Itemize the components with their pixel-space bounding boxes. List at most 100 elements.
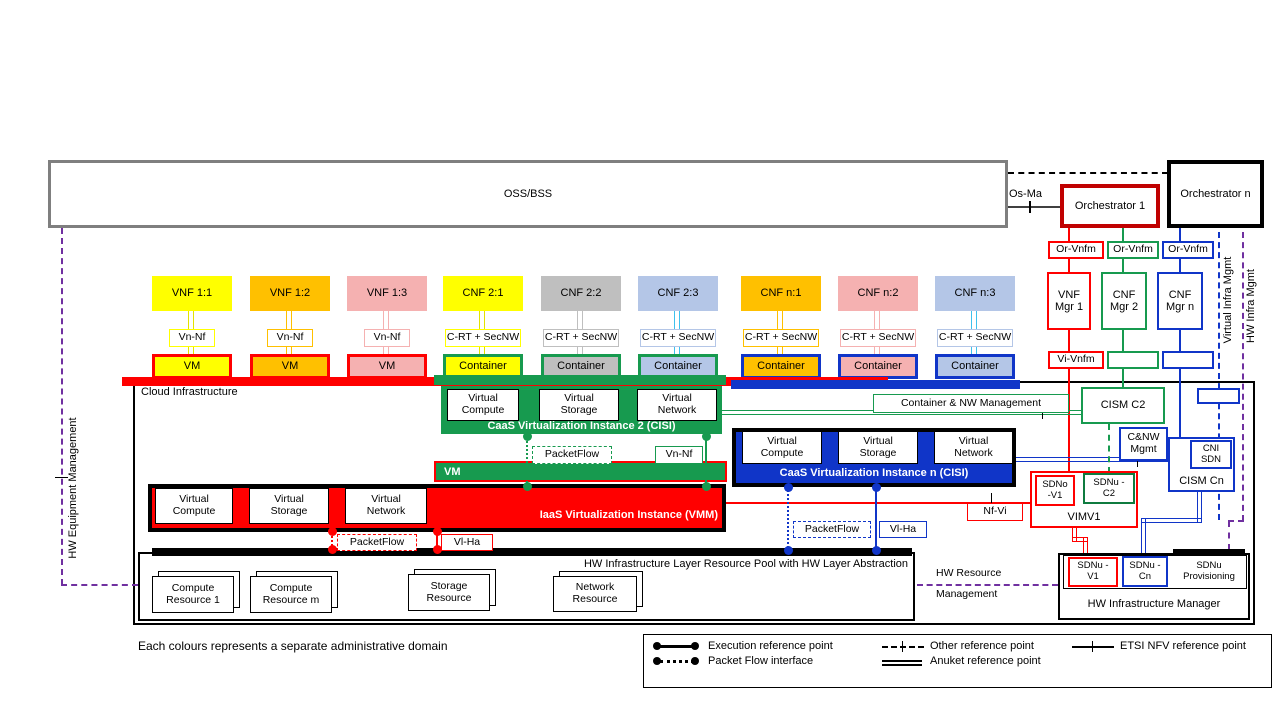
connector-dot [702,482,711,491]
caasn-cell-compute: Virtual Compute [742,431,822,464]
anuket-line-blue [1016,457,1168,462]
legend-dot [691,657,699,665]
sdnu-v1-label: SDNu -V1 [1077,560,1109,582]
nf-box: VNF 1:2 [250,276,330,311]
caas2-cell-label: Virtual Storage [560,392,598,416]
sdno-v1-label: SDNo -V1 [1042,478,1068,501]
nf-unit-label: VM [183,360,201,373]
caas2-cell-label: Virtual Compute [461,392,505,416]
os-ma-tick [1029,201,1031,213]
iaas-cell-label: Virtual Network [366,493,406,517]
oss-orchn-dashed-line [1008,172,1168,174]
connector-dot [433,527,442,536]
connector-dot [523,482,532,491]
hw-resource-mgmt-line [917,584,1058,586]
iaas-box [148,484,726,532]
legend-anuket-line [882,660,922,666]
connector-dot [702,432,711,441]
nf-unit-label: Container [459,360,507,373]
caas2-cell-label: Virtual Network [657,392,697,416]
nf-ref-box: C-RT + SecNW [743,329,819,347]
vn-nf-label-green: Vn-Nf [655,446,703,464]
vl-ha-label-red: Vl-Ha [441,534,493,551]
iaas-packetflow-line [331,531,333,550]
cnf-mgr-n-box: CNF Mgr n [1157,272,1203,330]
vn-nf-text: Vn-Nf [665,448,693,461]
nf-unit-box: VM [250,354,330,379]
virtual-infra-mgmt-line [1218,232,1220,520]
oss-bss-label: OSS/BSS [503,187,553,200]
connector-dot [523,432,532,441]
resource-label: Storage Resource [426,579,472,604]
nf-ref-box: C-RT + SecNW [543,329,619,347]
nf-ref-box: C-RT + SecNW [840,329,916,347]
sdnu-provisioning-label-box: SDNu Provisioning [1172,557,1246,587]
caas2-cell-compute: Virtual Compute [447,389,519,421]
nf-unit-box: VM [152,354,232,379]
nf-vi-line [726,502,1030,504]
nf-box: VNF 1:3 [347,276,427,311]
nf-vi-box: Nf-Vi [967,503,1023,521]
c-nw-mgmt-box: C&NW Mgmt [1119,427,1168,461]
virtual-infra-mgmt-label: Virtual Infra Mgmt [1222,256,1234,344]
cnf-mgr-2-box: CNF Mgr 2 [1101,272,1147,330]
caasn-cell-storage: Virtual Storage [838,431,918,464]
nf-ref-label: C-RT + SecNW [841,331,915,344]
orchestrator-n-box: Orchestrator n [1167,160,1264,228]
nf-unit-box: Container [838,354,918,379]
legend-packetflow-label: Packet Flow interface [708,655,814,667]
nf-ref-label: Vn-Nf [276,331,304,344]
legend-anuket-label: Anuket reference point [930,655,1041,667]
sdno-v1-box: SDNo -V1 [1035,475,1075,506]
nf-unit-label: Container [654,360,702,373]
nf-unit-label: VM [378,360,396,373]
packetflow-label-green: PacketFlow [532,446,612,464]
sdnu-c2-box: SDNu -C2 [1083,473,1135,504]
legend-other-line [882,646,924,648]
legend-box [643,634,1272,688]
cismcn-sdnu-line-v2 [1141,518,1146,555]
nf-label: VNF 1:3 [366,287,408,300]
nf-unit-box: Container [443,354,523,379]
iaas-cell-label: Virtual Compute [172,493,216,517]
nf-vi-label: Nf-Vi [983,505,1007,518]
vnf-mgr-1-box: VNF Mgr 1 [1047,272,1091,330]
nf-ref-box: Vn-Nf [267,329,313,347]
nf-unit-label: Container [951,360,999,373]
vl-ha-text: Vl-Ha [453,535,481,548]
nf-box: CNF 2:3 [638,276,718,311]
hw-infra-manager-title: HW Infrastructure Manager [1087,598,1221,610]
caasn-cell-label: Virtual Storage [859,434,897,459]
connector-dot [784,483,793,492]
os-ma-line [1008,206,1060,208]
cism-c2-dashed-line [1108,424,1110,473]
nf-ref-box: C-RT + SecNW [640,329,716,347]
caas2-title: CaaS Virtualization Instance 2 (CISI) [487,420,676,432]
nf-unit-box: Container [541,354,621,379]
nf-label: VNF 1:2 [269,287,311,300]
nf-box: CNF 2:1 [443,276,523,311]
resource-front: Compute Resource 1 [152,576,234,613]
nf-unit-box: Container [935,354,1015,379]
vimv1-sdnu-line-v1 [1072,528,1077,542]
vi-vnfm-box-blue-empty [1162,351,1214,369]
vi-vnfm-box-green-empty [1107,351,1159,369]
orchestrator-1-label: Orchestrator 1 [1074,199,1146,212]
nf-label: CNF 2:3 [657,287,699,300]
legend-dot [653,657,661,665]
or-vnfm-label-blue: Or-Vnfm [1168,243,1208,256]
cloud-infrastructure-label: Cloud Infrastructure [141,386,238,398]
nf-unit-label: Container [757,360,805,373]
vi-vnfm-label: Vi-Vnfm [1057,353,1095,366]
nf-unit-label: Container [854,360,902,373]
connector-dot [784,546,793,555]
vnfm-domain-line-blue [1179,228,1181,437]
empty-blue-box [1197,388,1240,404]
hw-infra-mgmt-line-jog [1228,520,1244,522]
packetflow-text: PacketFlow [804,522,860,535]
vnf-mgr-1-label: VNF Mgr 1 [1054,288,1084,313]
nf-label: CNF 2:2 [560,287,602,300]
resource-compute-1: Compute Resource 1 [152,571,240,613]
caasn-vlha-line [875,487,877,551]
